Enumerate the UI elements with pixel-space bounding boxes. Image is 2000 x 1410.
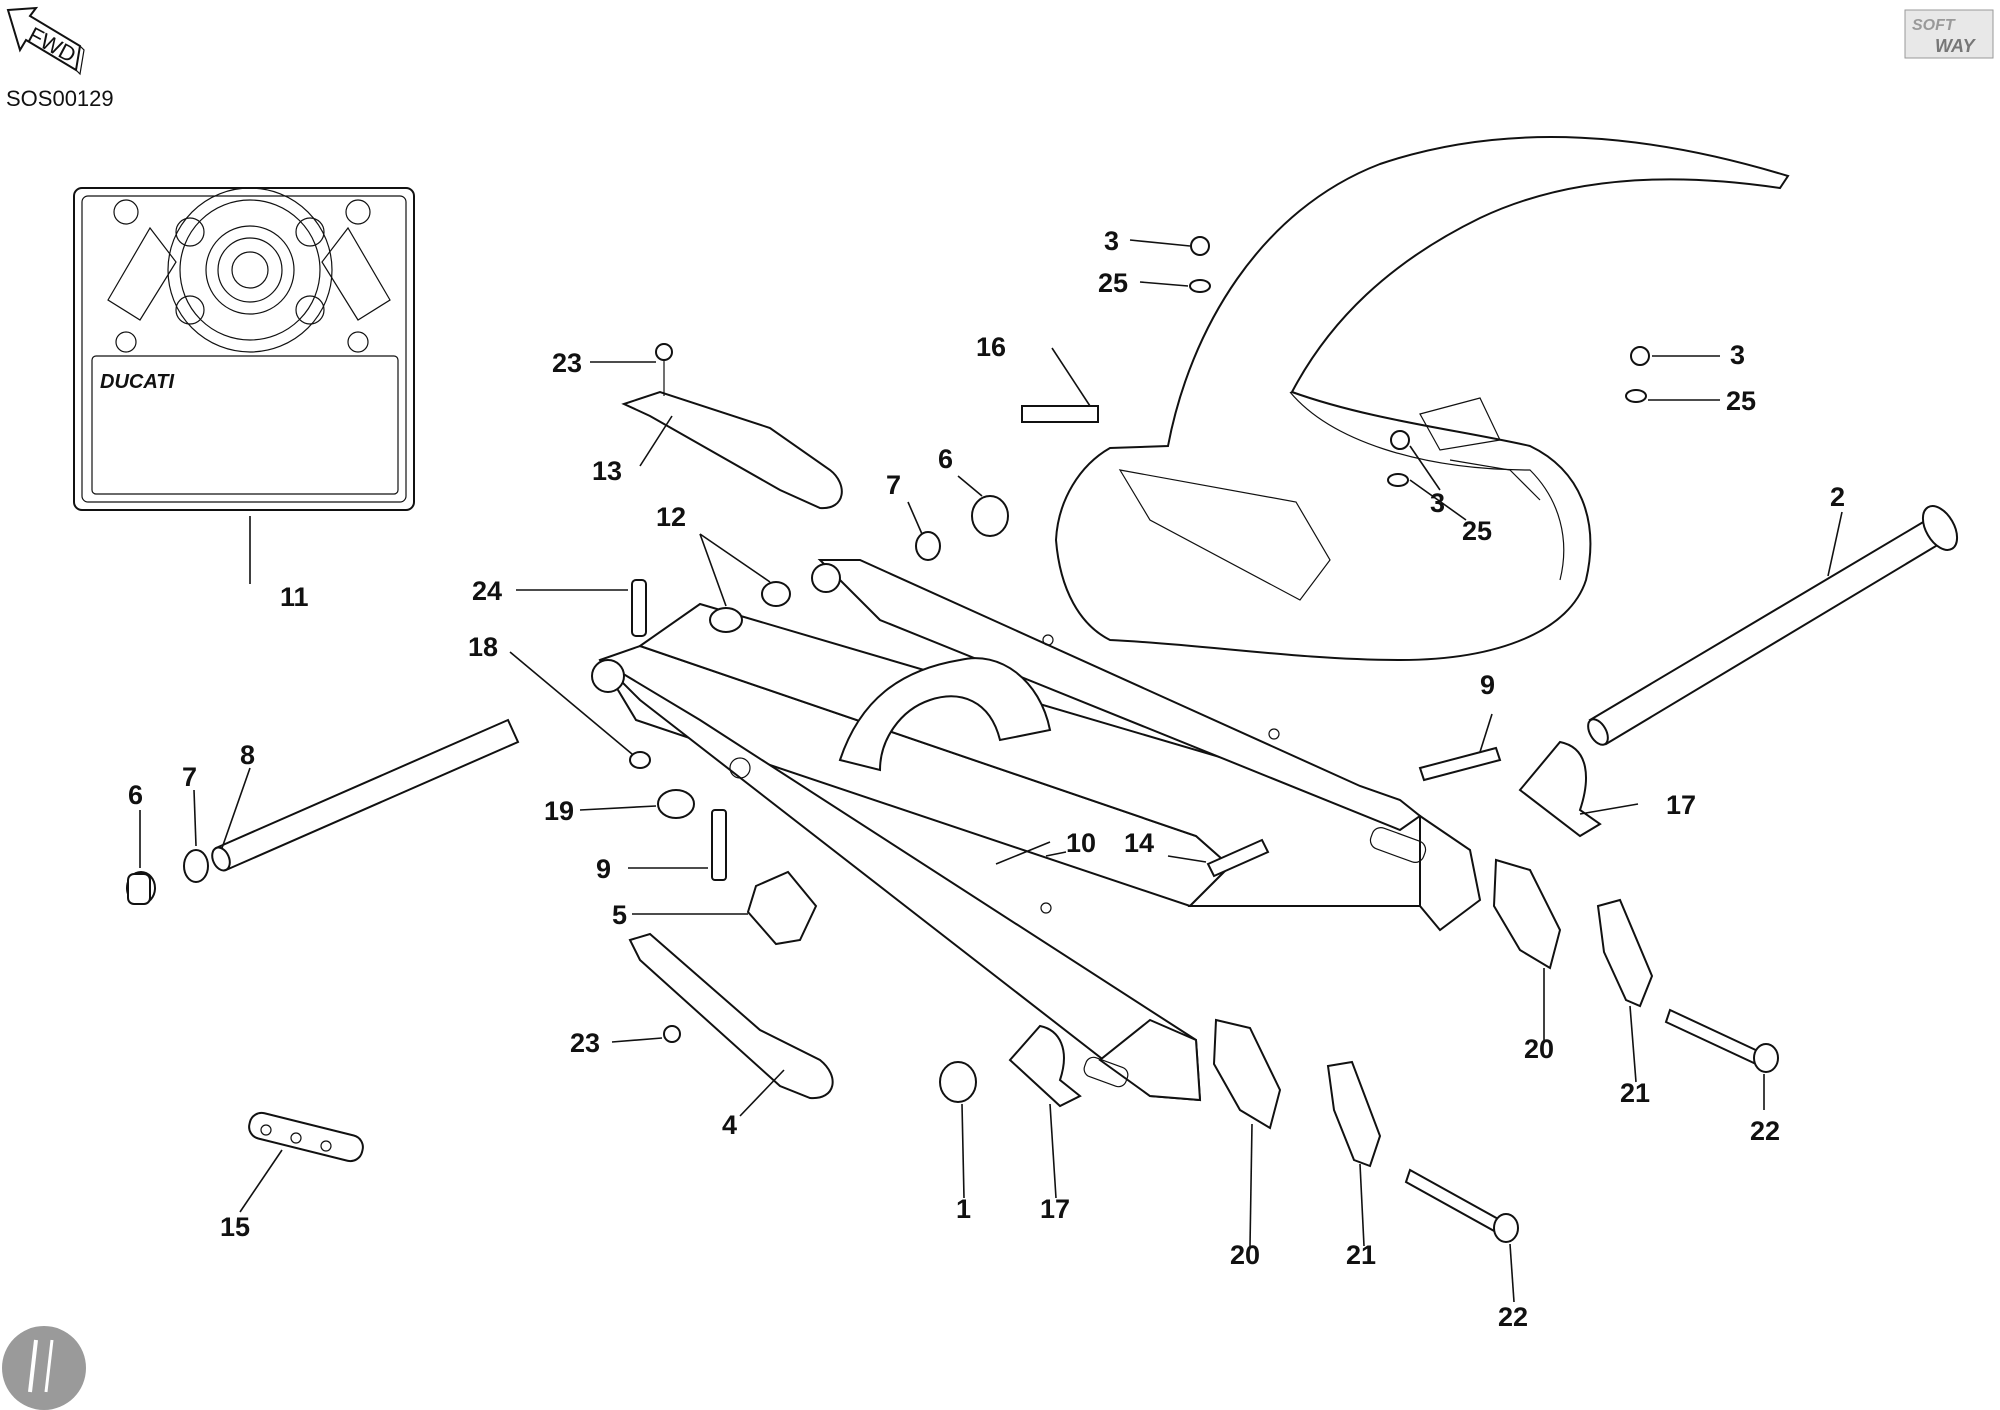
callout-14: 14: [1124, 828, 1154, 858]
adjuster-block: [1596, 898, 1654, 1008]
callout-17: 17: [1666, 790, 1696, 820]
callout-13: 13: [592, 456, 622, 486]
chain-link: [248, 1111, 364, 1163]
callout-25: 25: [1726, 386, 1756, 416]
callout-15: 15: [220, 1212, 250, 1242]
callout-3: 3: [1104, 226, 1119, 256]
washer: [1189, 279, 1211, 293]
callout-16: 16: [976, 332, 1006, 362]
callout-18: 18: [468, 632, 498, 662]
bolt-head: [1493, 1213, 1519, 1243]
callout-1: 1: [956, 1194, 971, 1224]
adjuster-block: [1326, 1060, 1382, 1168]
softway-logo: SOFT WAY: [1904, 9, 1994, 59]
pivot-cap-body: [127, 873, 151, 905]
plug: [629, 751, 651, 769]
chain-slider: [1492, 858, 1562, 970]
axle-plate: [1518, 740, 1602, 838]
chain-slider: [1212, 1018, 1282, 1130]
circle-badge-icon: [2, 1326, 86, 1410]
bush: [971, 495, 1009, 537]
callout-7: 7: [182, 762, 197, 792]
fwd-arrow-icon: FWD: [6, 6, 85, 76]
bolt: [711, 809, 727, 881]
pivot-bush: [183, 849, 209, 883]
callout-6: 6: [938, 444, 953, 474]
callout-9: 9: [1480, 670, 1495, 700]
nut: [939, 1061, 977, 1103]
callout-6: 6: [128, 780, 143, 810]
callout-21: 21: [1620, 1078, 1650, 1108]
callout-24: 24: [472, 576, 502, 606]
callout-3: 3: [1430, 488, 1445, 518]
lower-bracket: [628, 932, 834, 1100]
callout-22: 22: [1750, 1116, 1780, 1146]
callout-23: 23: [552, 348, 582, 378]
callout-17: 17: [1040, 1194, 1070, 1224]
svg-text:SOFT: SOFT: [1912, 17, 1956, 34]
callout-11: 11: [280, 582, 309, 612]
bolt: [1418, 746, 1502, 782]
bolt: [631, 579, 647, 637]
callout-12: 12: [656, 502, 686, 532]
ducati-brand: DUCATI: [100, 371, 175, 393]
screw: [1630, 346, 1650, 366]
wheel-axle: [1587, 505, 1959, 746]
sprocket-kit-box: DUCATI: [73, 187, 415, 511]
axle-plate: [1008, 1024, 1082, 1108]
washer: [709, 607, 743, 633]
adjuster-bolt: [1404, 1168, 1502, 1234]
callout-25: 25: [1462, 516, 1492, 546]
adjuster-bolt: [1664, 1008, 1762, 1066]
pad: [746, 870, 818, 946]
callout-4: 4: [722, 1110, 737, 1140]
screw: [1190, 236, 1210, 256]
callout-9: 9: [596, 854, 611, 884]
callout-2: 2: [1830, 482, 1845, 512]
callout-7: 7: [886, 470, 901, 500]
callout-22: 22: [1498, 1302, 1528, 1332]
callout-20: 20: [1524, 1034, 1554, 1064]
drawing-code: SOS00129: [6, 86, 114, 111]
callout-8: 8: [240, 740, 255, 770]
bolt-head: [1753, 1043, 1779, 1073]
washer: [1625, 389, 1647, 403]
leader-lines: [139, 239, 1843, 1303]
rear-mudguard: [1021, 136, 1790, 662]
washer: [761, 581, 791, 607]
upper-bracket: [621, 390, 843, 510]
callout-21: 21: [1346, 1240, 1376, 1270]
swingarm: [591, 559, 1482, 1102]
washer: [1387, 473, 1409, 487]
callout-19: 19: [544, 796, 574, 826]
callout-25: 25: [1098, 268, 1128, 298]
adjuster: [1206, 838, 1270, 878]
plug: [657, 789, 695, 819]
callout-labels: 3 25 3 25 3 25 16 23 13 12 7 6 24 18 19 …: [128, 226, 1845, 1332]
callout-20: 20: [1230, 1240, 1260, 1270]
callout-23: 23: [570, 1028, 600, 1058]
callout-5: 5: [612, 900, 627, 930]
screw: [655, 343, 673, 361]
screw: [1390, 430, 1410, 450]
screw: [663, 1025, 681, 1043]
callout-3: 3: [1730, 340, 1745, 370]
pivot-shaft: [211, 718, 520, 872]
bush: [915, 531, 941, 561]
callout-10: 10: [1066, 828, 1096, 858]
svg-text:WAY: WAY: [1935, 36, 1977, 56]
